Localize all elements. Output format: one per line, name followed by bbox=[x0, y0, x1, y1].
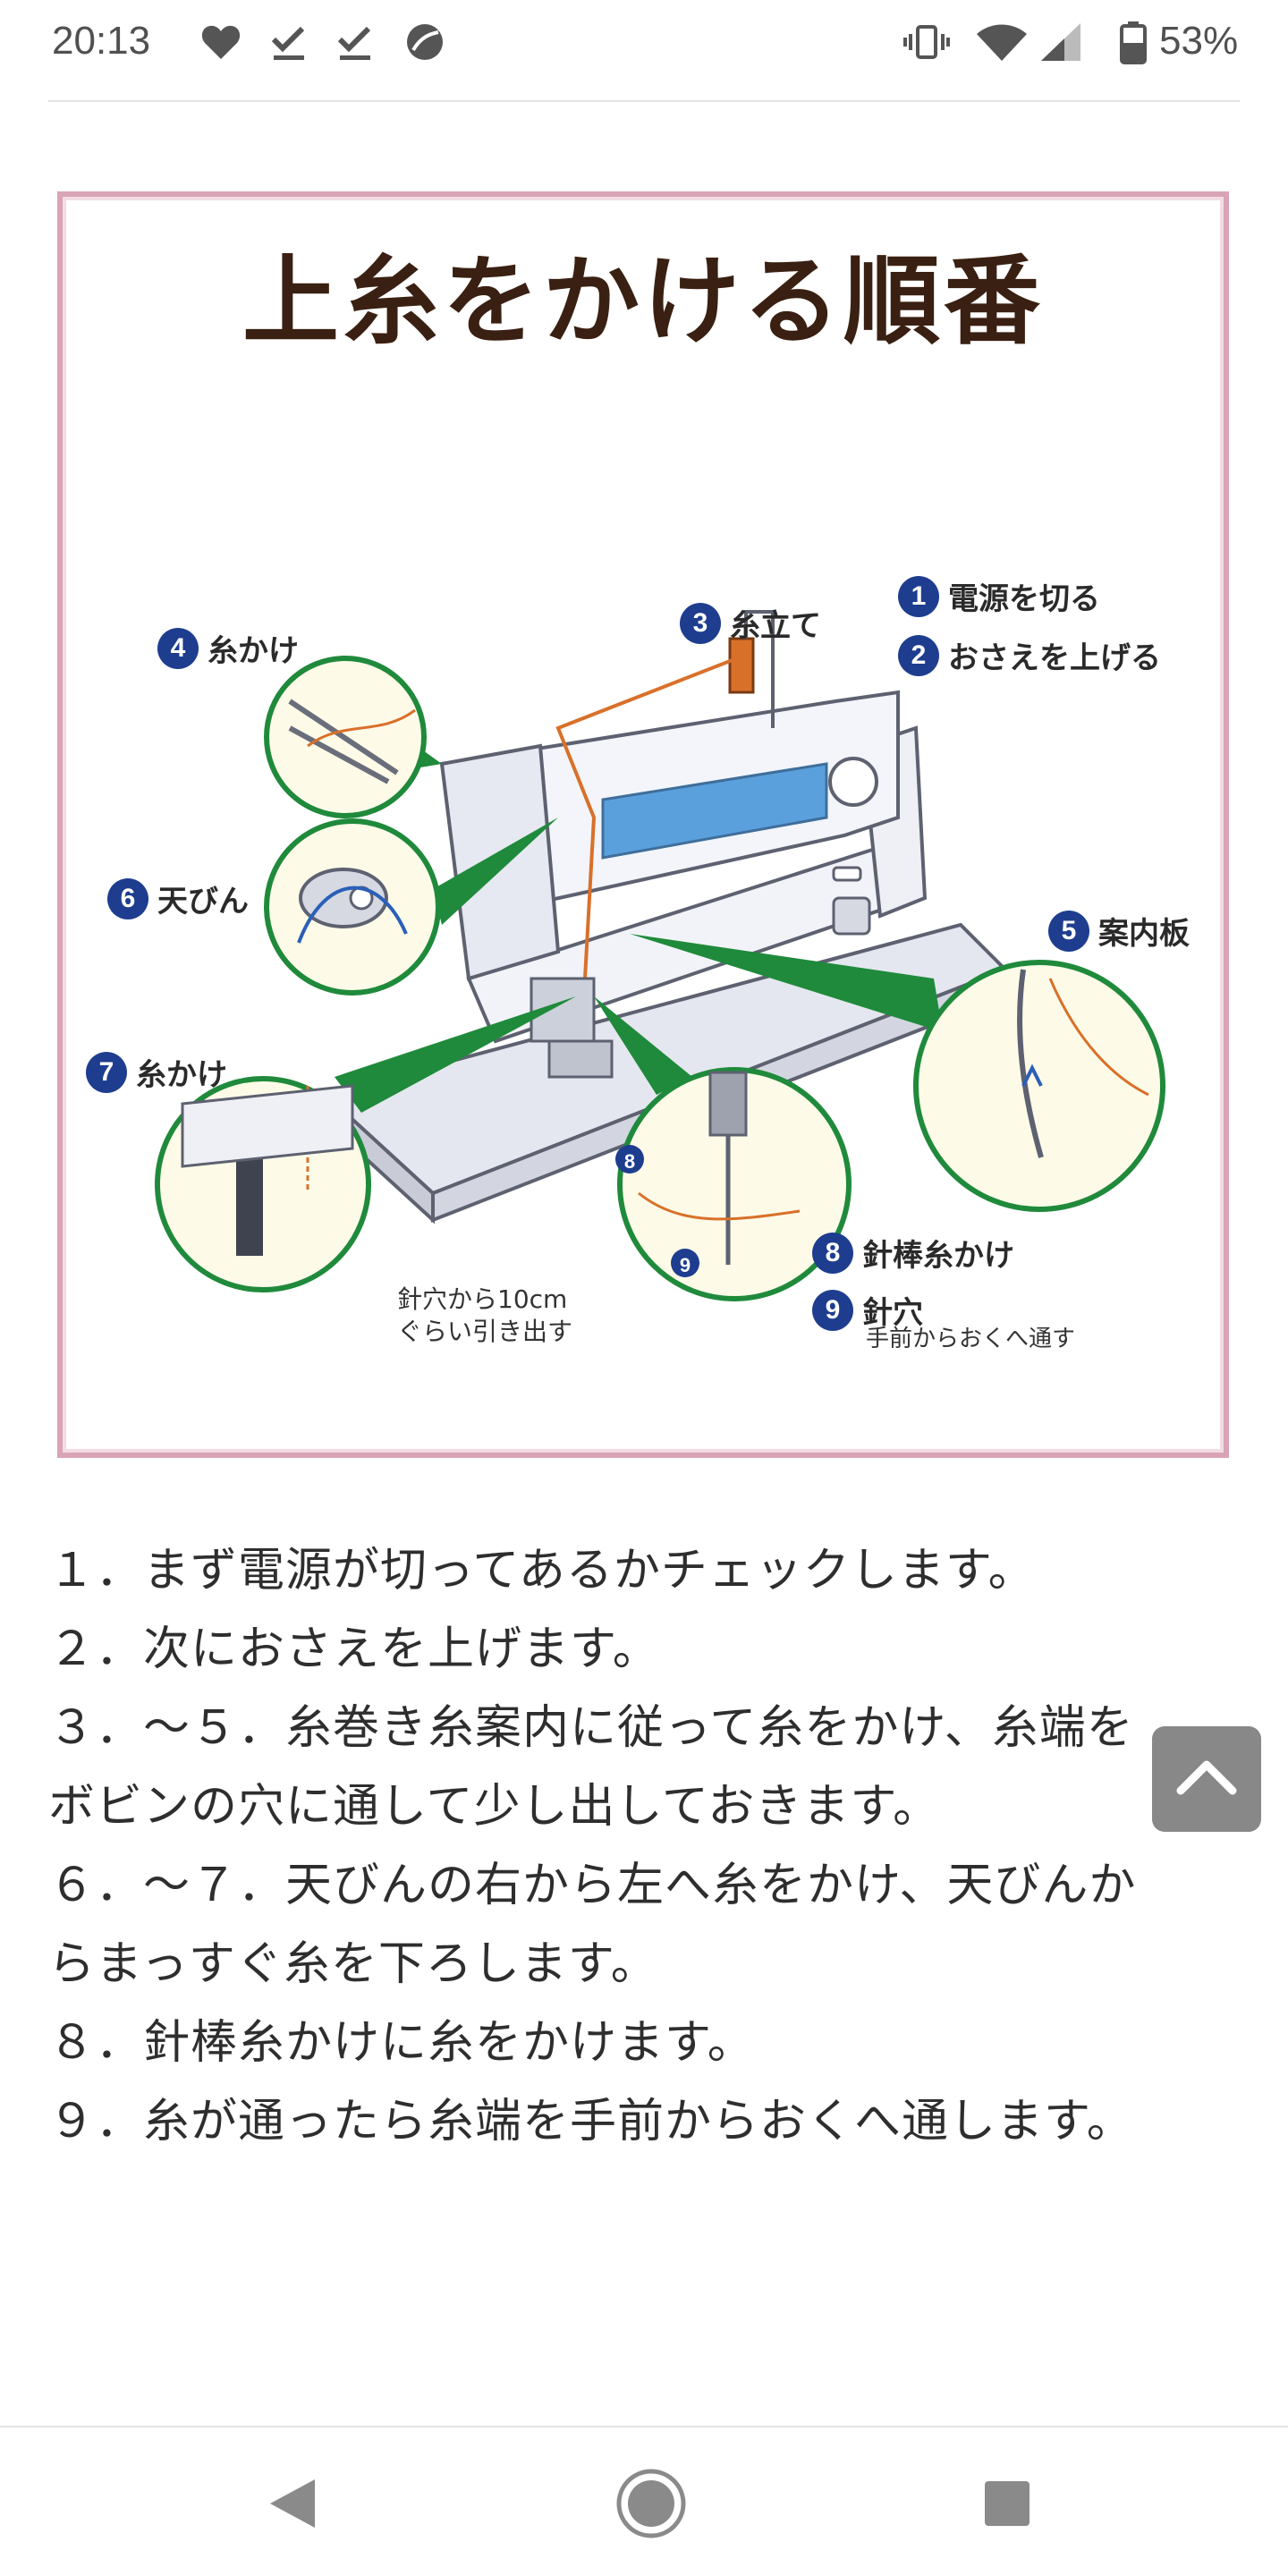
illustration-title: 上糸をかける順番 bbox=[242, 246, 1044, 358]
label-text-8: 針棒糸かけ bbox=[862, 1238, 1014, 1274]
badge-7: 7 bbox=[86, 1051, 127, 1093]
signal-icon bbox=[1041, 23, 1080, 61]
sewing-machine-drawing: 8 9 bbox=[155, 610, 1165, 1301]
recents-button[interactable] bbox=[945, 2428, 1070, 2576]
label-step-4: 4 糸かけ bbox=[157, 626, 299, 670]
back-icon bbox=[270, 2479, 315, 2528]
detail-circle-4 bbox=[264, 656, 427, 818]
badge-3: 3 bbox=[680, 602, 721, 644]
home-button[interactable] bbox=[589, 2428, 714, 2576]
badge-4: 4 bbox=[157, 627, 199, 669]
detail-circle-8-9: 8 9 bbox=[615, 1067, 852, 1301]
label-step-9-sub: 手前からおくへ通す bbox=[866, 1326, 1076, 1352]
step-line: ９．糸が通ったら糸端を手前からおくへ通します。 bbox=[48, 2095, 1134, 2148]
step-line: １．まず電源が切ってあるかチェックします。 bbox=[48, 1544, 1036, 1597]
badge-5: 5 bbox=[1048, 910, 1089, 952]
label-text-6: 天びん bbox=[157, 884, 249, 919]
detail-circle-6 bbox=[264, 818, 441, 996]
download-done-icon bbox=[337, 26, 371, 60]
battery-percent: 53% bbox=[1159, 19, 1239, 63]
status-time: 20:13 bbox=[52, 19, 151, 63]
nav-divider bbox=[0, 2426, 1288, 2428]
wifi-icon bbox=[977, 24, 1027, 61]
label-step-1: 1 電源を切る bbox=[898, 574, 1100, 618]
detail-circle-5 bbox=[913, 960, 1165, 1212]
label-text-4: 糸かけ bbox=[208, 633, 299, 669]
svg-text:8: 8 bbox=[624, 1150, 635, 1173]
badge-2: 2 bbox=[898, 634, 939, 676]
label-text-2: おさえを上げる bbox=[948, 640, 1161, 676]
label-step-9: 9 針穴 bbox=[812, 1288, 923, 1332]
navigation-bar bbox=[0, 2428, 1288, 2576]
battery-icon bbox=[1120, 21, 1147, 64]
chevron-up-icon bbox=[1176, 1760, 1237, 1795]
label-text-1: 電源を切る bbox=[948, 581, 1100, 617]
label-step-7: 7 糸かけ bbox=[86, 1050, 227, 1094]
status-bar: 20:13 53% bbox=[0, 0, 1288, 86]
label-text-7: 糸かけ bbox=[136, 1057, 227, 1093]
step-line: ６．～７．天びんの右から左へ糸をかけ、天びんか bbox=[48, 1859, 1137, 1912]
label-text-5: 案内板 bbox=[1098, 916, 1190, 952]
badge-8: 8 bbox=[812, 1232, 853, 1274]
step-line: らまっすぐ糸を下ろします。 bbox=[48, 1937, 658, 1991]
threading-steps: １．まず電源が切ってあるかチェックします。 ２．次におさえを上げます。 ３．～５… bbox=[48, 1531, 1211, 2161]
label-step-3: 3 糸立て bbox=[680, 601, 821, 645]
label-step-5: 5 案内板 bbox=[1048, 909, 1190, 953]
label-step-2: 2 おさえを上げる bbox=[898, 633, 1161, 677]
home-icon bbox=[616, 2469, 686, 2538]
badge-9: 9 bbox=[812, 1289, 853, 1331]
label-step-8: 8 針棒糸かけ bbox=[812, 1231, 1014, 1275]
step-line: ボビンの穴に通して少し出しておきます。 bbox=[48, 1780, 941, 1834]
sewing-machine-threading-illustration: 上糸をかける順番 bbox=[57, 191, 1229, 1458]
download-done-icon bbox=[271, 26, 305, 60]
recents-icon bbox=[985, 2481, 1030, 2526]
scroll-to-top-button[interactable] bbox=[1152, 1726, 1261, 1832]
svg-text:9: 9 bbox=[680, 1254, 691, 1276]
status-divider bbox=[48, 100, 1240, 102]
label-text-9: 針穴 bbox=[862, 1295, 923, 1331]
heart-icon bbox=[201, 25, 241, 59]
step-line: ２．次におさえを上げます。 bbox=[48, 1623, 660, 1676]
needle-note-line-1: 針穴から10cm bbox=[397, 1284, 568, 1314]
detail-circle-7 bbox=[155, 1076, 371, 1292]
step-line: ３．～５．糸巻き糸案内に従って糸をかけ、糸端を bbox=[48, 1701, 1134, 1755]
back-button[interactable] bbox=[229, 2428, 354, 2576]
step-line: ８．針棒糸かけに糸をかけます。 bbox=[48, 2016, 755, 2070]
badge-1: 1 bbox=[898, 575, 939, 617]
app-icon bbox=[407, 24, 443, 60]
needle-note-line-2: ぐらい引き出す bbox=[397, 1317, 573, 1346]
label-step-6: 6 天びん bbox=[107, 877, 249, 920]
label-text-3: 糸立て bbox=[730, 608, 821, 644]
vibrate-icon bbox=[903, 25, 950, 59]
badge-6: 6 bbox=[107, 877, 148, 919]
